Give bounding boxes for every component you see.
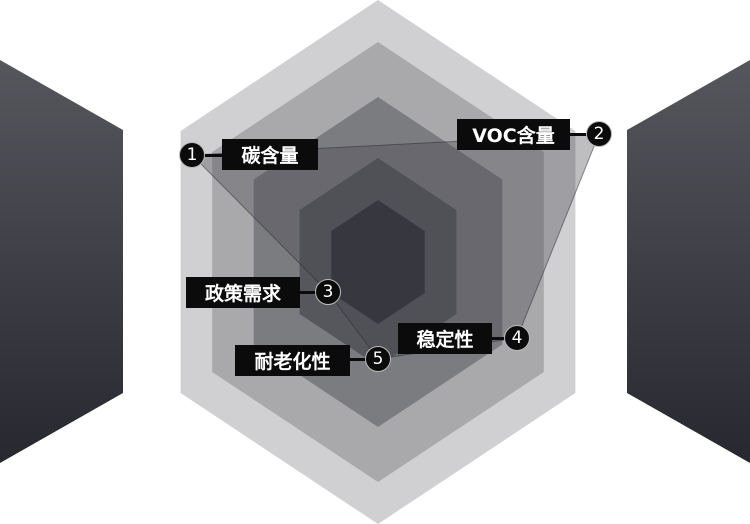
axis-label-3: 政策需求 — [186, 277, 300, 308]
axis-number-1: 1 — [179, 142, 205, 168]
axis-label-1: 碳含量 — [222, 139, 318, 170]
left-side-hexagon — [0, 60, 123, 463]
connector-line — [348, 358, 368, 361]
connector-line — [490, 337, 510, 340]
axis-number-4: 4 — [504, 325, 530, 351]
axis-number-5: 5 — [365, 346, 391, 372]
axis-number-2: 2 — [586, 121, 612, 147]
hexagon-ring-5 — [331, 200, 425, 324]
connector-line — [568, 133, 588, 136]
axis-label-4: 稳定性 — [398, 323, 492, 354]
connector-line — [298, 291, 318, 294]
axis-label-2: VOC含量 — [457, 119, 570, 150]
axis-label-5: 耐老化性 — [235, 345, 350, 376]
connector-line — [204, 154, 224, 157]
axis-number-3: 3 — [315, 279, 341, 305]
right-side-hexagon — [627, 60, 750, 463]
